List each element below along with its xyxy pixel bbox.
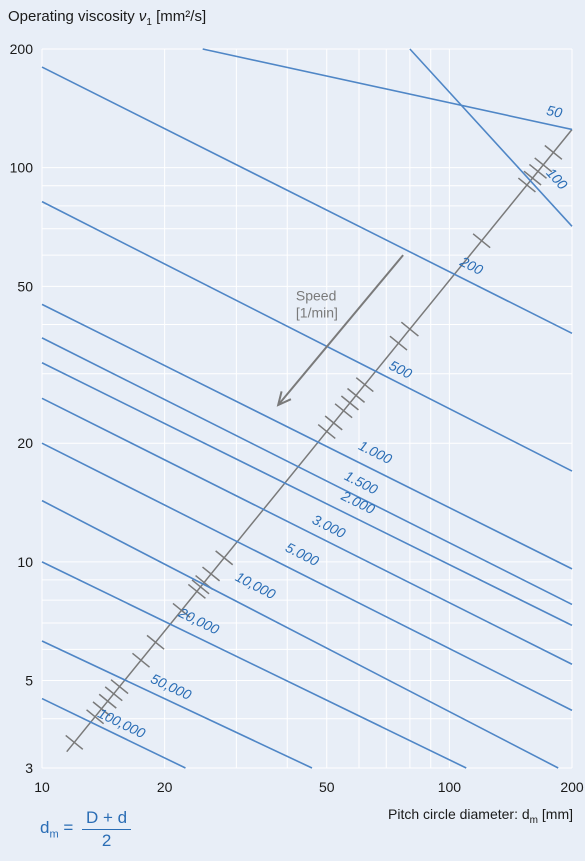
speed-label-10,000: 10,000 bbox=[233, 568, 279, 602]
reference-tick bbox=[191, 579, 210, 595]
reference-tick bbox=[202, 566, 221, 582]
x-tick-label: 200 bbox=[560, 779, 584, 795]
speed-line-50,000 bbox=[41, 640, 313, 769]
reference-tick bbox=[400, 321, 419, 337]
reference-line-layer bbox=[65, 128, 573, 753]
speed-line-500 bbox=[41, 200, 573, 472]
formula-equals: = bbox=[58, 818, 74, 838]
speed-line-20,000 bbox=[41, 561, 467, 769]
pitch-circle-formula: dm = D + d 2 bbox=[40, 808, 132, 851]
reference-tick bbox=[347, 387, 366, 403]
speed-line-50 bbox=[202, 48, 573, 131]
y-tick-label: 5 bbox=[25, 673, 33, 689]
reference-tick bbox=[324, 415, 343, 431]
reference-tick bbox=[110, 679, 129, 695]
reference-tick bbox=[131, 652, 151, 668]
reference-tick bbox=[98, 693, 117, 709]
x-tick-label: 10 bbox=[34, 779, 50, 795]
reference-tick bbox=[146, 634, 165, 650]
speed-arrow-unit: [1/min] bbox=[296, 305, 338, 321]
speed-arrow-head bbox=[276, 391, 292, 407]
reference-tick bbox=[528, 163, 547, 179]
speed-line-3.000 bbox=[41, 397, 573, 665]
y-tick-label: 20 bbox=[17, 435, 33, 451]
formula-numerator: D + d bbox=[82, 808, 132, 830]
speed-line-100 bbox=[409, 48, 573, 227]
speed-label-200: 200 bbox=[457, 253, 486, 278]
reference-tick bbox=[355, 377, 374, 393]
speed-line-10,000 bbox=[41, 499, 559, 769]
speed-line-1.500 bbox=[41, 337, 573, 606]
reference-tick bbox=[65, 734, 84, 750]
reference-tick bbox=[544, 144, 563, 160]
formula-lhs: dm = bbox=[40, 818, 74, 840]
reference-tick bbox=[389, 335, 408, 351]
reference-tick bbox=[523, 170, 542, 186]
speed-line-100,000 bbox=[41, 697, 186, 769]
reference-tick bbox=[92, 701, 111, 717]
reference-tick bbox=[517, 177, 536, 193]
reference-tick bbox=[104, 686, 123, 702]
x-tick-label: 20 bbox=[157, 779, 173, 795]
y-axis-title-sub: 1 bbox=[146, 17, 152, 28]
y-tick-label: 200 bbox=[10, 41, 34, 57]
y-axis-title: Operating viscosity ν1 [mm²/s] bbox=[8, 8, 206, 28]
speed-label-5.000: 5.000 bbox=[283, 539, 322, 569]
formula-lhs-main: d bbox=[40, 818, 50, 838]
y-tick-label: 10 bbox=[17, 554, 33, 570]
speed-line-2.000 bbox=[41, 362, 573, 627]
speed-line-200 bbox=[41, 66, 573, 335]
speed-line-5.000 bbox=[41, 442, 573, 712]
reference-tick bbox=[86, 709, 105, 725]
reference-tick bbox=[317, 423, 336, 440]
y-tick-label: 3 bbox=[25, 760, 33, 776]
grid-layer bbox=[41, 48, 573, 769]
formula-fraction: D + d 2 bbox=[82, 808, 132, 851]
y-tick-label: 100 bbox=[10, 160, 34, 176]
y-axis-title-text: Operating viscosity bbox=[8, 8, 139, 25]
formula-lhs-sub: m bbox=[49, 828, 59, 841]
reference-tick bbox=[472, 233, 491, 249]
axis-layer: 3 5 10 20 50 100 200 10 20 50 100 200 bbox=[10, 41, 584, 795]
speed-label-50,000: 50,000 bbox=[148, 670, 194, 703]
speed-arrow-shaft bbox=[277, 254, 404, 406]
reference-tick bbox=[534, 157, 553, 173]
reference-tick bbox=[334, 403, 353, 419]
x-axis-title: Pitch circle diameter: dm [mm] bbox=[388, 806, 573, 826]
y-axis-title-symbol: ν bbox=[138, 8, 147, 25]
reference-line bbox=[66, 128, 573, 753]
x-axis-title-sub: m bbox=[529, 814, 538, 826]
x-tick-label: 100 bbox=[438, 779, 462, 795]
x-tick-label: 50 bbox=[319, 779, 335, 795]
speed-label-20,000: 20,000 bbox=[175, 604, 222, 638]
x-axis-title-text: Pitch circle diameter: d bbox=[388, 806, 530, 822]
reference-tick bbox=[187, 583, 206, 599]
x-axis-title-unit: [mm] bbox=[538, 806, 573, 822]
speed-arrow-layer: Speed[1/min] bbox=[276, 254, 404, 407]
speed-label-3.000: 3.000 bbox=[310, 511, 349, 541]
reference-tick bbox=[340, 395, 359, 411]
speed-label-1.000: 1.000 bbox=[356, 437, 395, 467]
series-layer bbox=[41, 48, 573, 769]
speed-line-1.000 bbox=[41, 303, 573, 570]
formula-denominator: 2 bbox=[101, 831, 112, 850]
y-axis-title-unit: [mm²/s] bbox=[151, 8, 207, 25]
reference-tick bbox=[172, 602, 191, 618]
reference-tick bbox=[215, 550, 234, 566]
y-tick-label: 50 bbox=[17, 278, 33, 294]
speed-arrow-label: Speed bbox=[296, 288, 336, 304]
speed-label-50: 50 bbox=[545, 102, 564, 121]
